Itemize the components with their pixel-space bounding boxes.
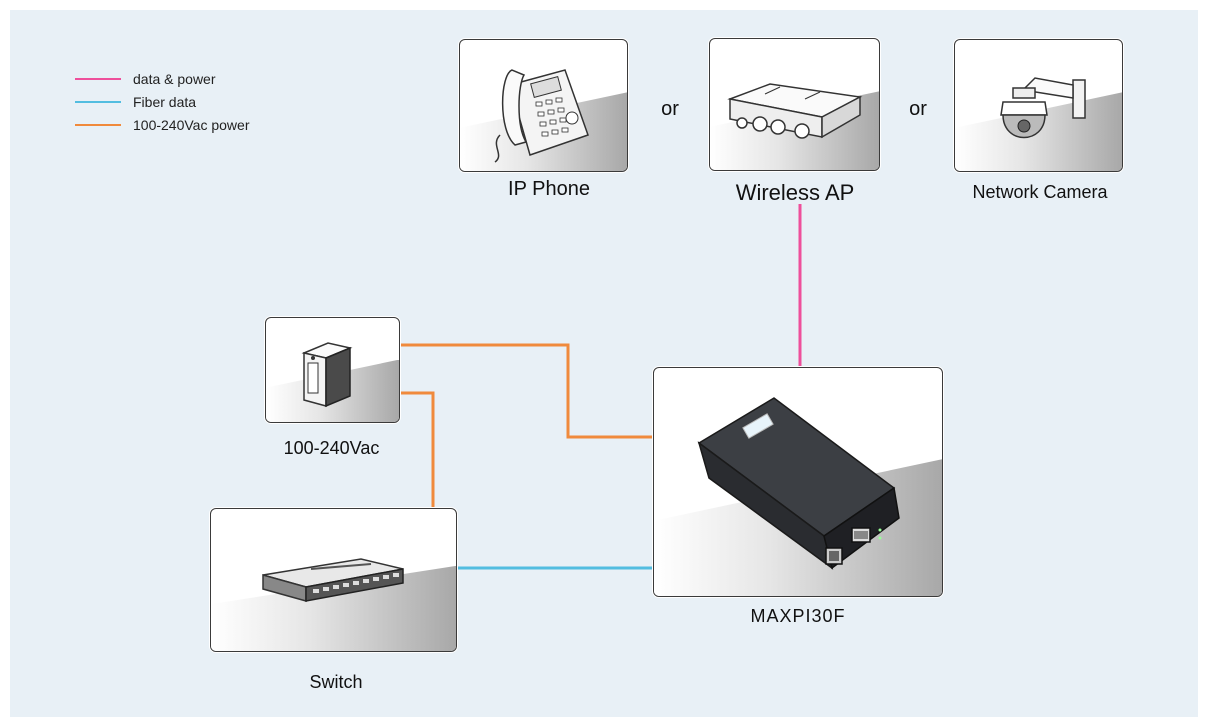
ac-power-link-injector [400,343,654,439]
switch-card [210,508,457,652]
legend-swatch [75,124,121,126]
injector-label: MAXPI30F [750,606,846,626]
ac-source-label: 100-240Vac [283,438,380,458]
switch-label: Switch [309,672,363,692]
wireless-ap-label: Wireless AP [735,180,855,205]
legend-label: 100-240Vac power [133,117,250,133]
power-supply-icon [301,342,353,408]
legend-item-ac-power: 100-240Vac power [75,116,249,134]
poe-injector-icon [697,397,900,570]
ip-phone-card [459,39,628,172]
legend-item-data-power: data & power [75,70,216,88]
ac-source-card [265,317,400,423]
injector-card [653,367,943,597]
camera-label: Network Camera [972,182,1108,202]
or-separator: or [909,98,927,120]
ac-power-link-switch [400,391,435,509]
legend-swatch [75,78,121,80]
ip-phone-icon [494,69,589,163]
legend-label: Fiber data [133,94,197,110]
legend-swatch [75,101,121,103]
switch-icon [262,558,404,602]
wireless-ap-icon [727,83,863,139]
camera-icon [1000,77,1086,139]
or-separator: or [661,98,679,120]
legend-item-fiber: Fiber data [75,93,196,111]
legend-label: data & power [133,71,216,87]
wireless-ap-card [709,38,880,171]
camera-card [954,39,1123,172]
ip-phone-label: IP Phone [508,178,590,200]
